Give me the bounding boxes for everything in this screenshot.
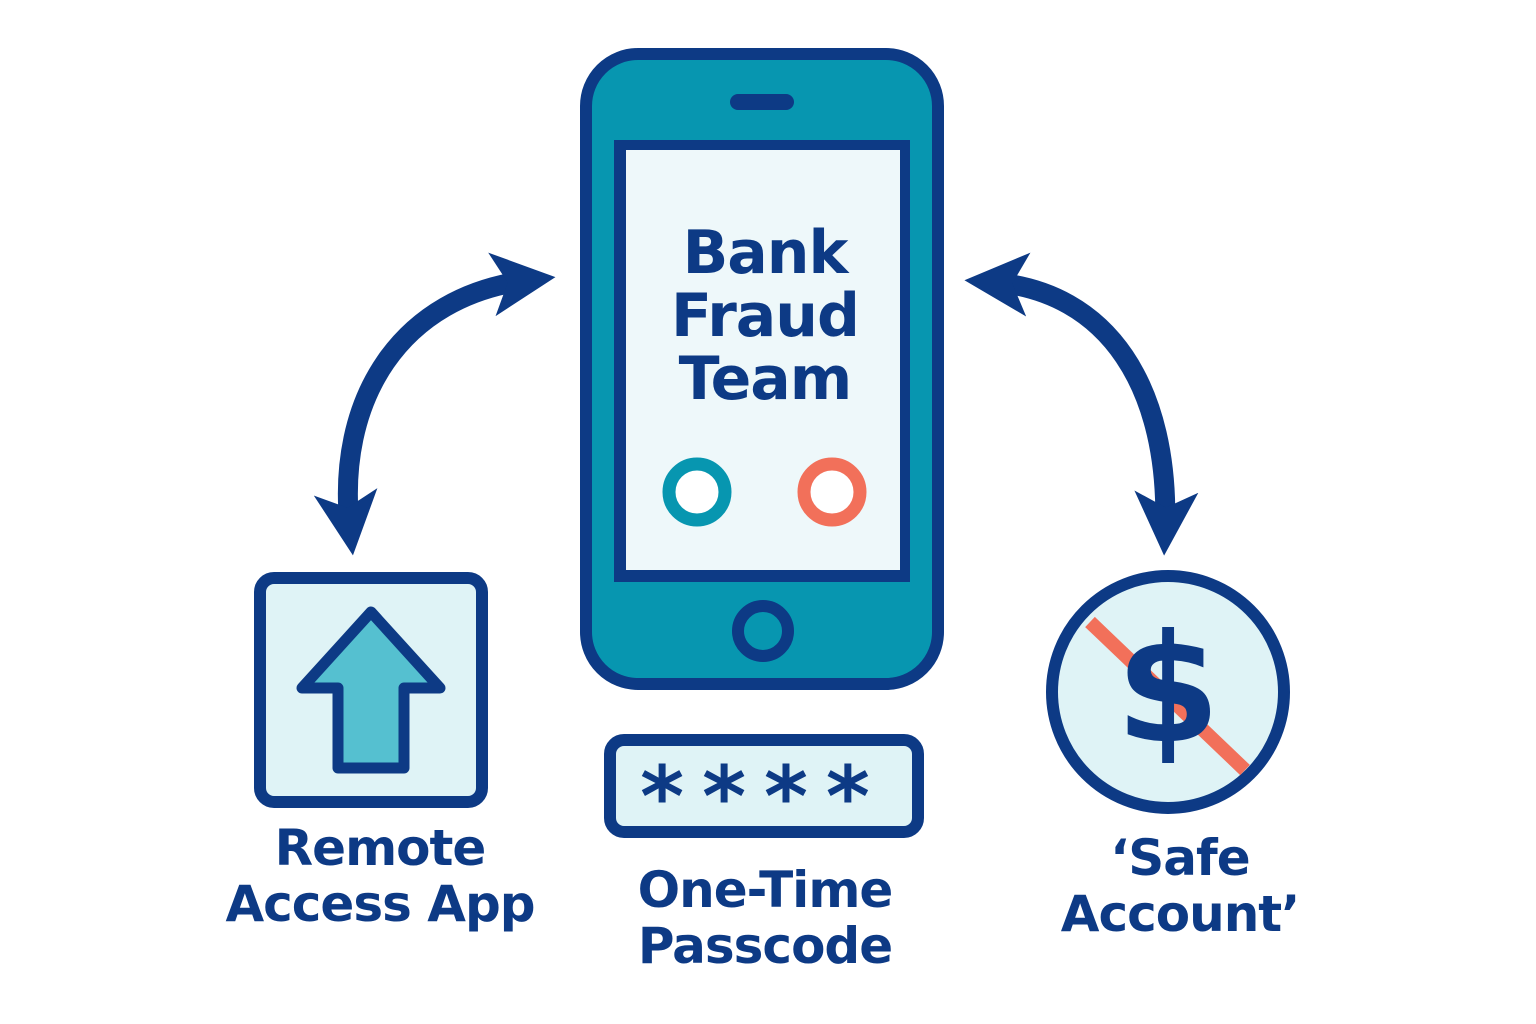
safe-account-label-line-2: Account’: [1060, 885, 1300, 943]
password-field-icon: [604, 734, 924, 838]
upload-arrow-icon: [254, 572, 488, 808]
left-curved-arrow: [313, 252, 556, 556]
remote-access-label-line-2: Access App: [225, 875, 535, 933]
phone-speaker: [730, 94, 794, 110]
otp-label-line-1: One-Time: [637, 861, 894, 919]
otp-label: One-Time Passcode: [580, 862, 950, 974]
phone-home-button: [732, 600, 794, 662]
decline-call-button[interactable]: [797, 457, 867, 527]
strike-line: [1085, 616, 1250, 776]
safe-account-label: ‘Safe Account’: [1000, 830, 1360, 942]
remote-access-label: Remote Access App: [200, 820, 560, 932]
accept-call-button[interactable]: [662, 457, 732, 527]
phone-title-line-3: Team: [678, 344, 853, 414]
phone-screen-title: Bank Fraud Team: [615, 222, 915, 411]
crossed-dollar-icon: $: [1046, 570, 1290, 814]
safe-account-label-line-1: ‘Safe: [1110, 829, 1250, 887]
right-curved-arrow: [964, 252, 1199, 556]
otp-label-line-2: Passcode: [637, 917, 893, 975]
phone-title-line-2: Fraud: [671, 281, 860, 351]
phone-title-line-1: Bank: [682, 218, 849, 288]
remote-access-label-line-1: Remote: [274, 819, 487, 877]
phone-icon: [580, 48, 944, 690]
dollar-sign: $: [1116, 603, 1220, 777]
passcode-mask: ****: [640, 748, 888, 846]
